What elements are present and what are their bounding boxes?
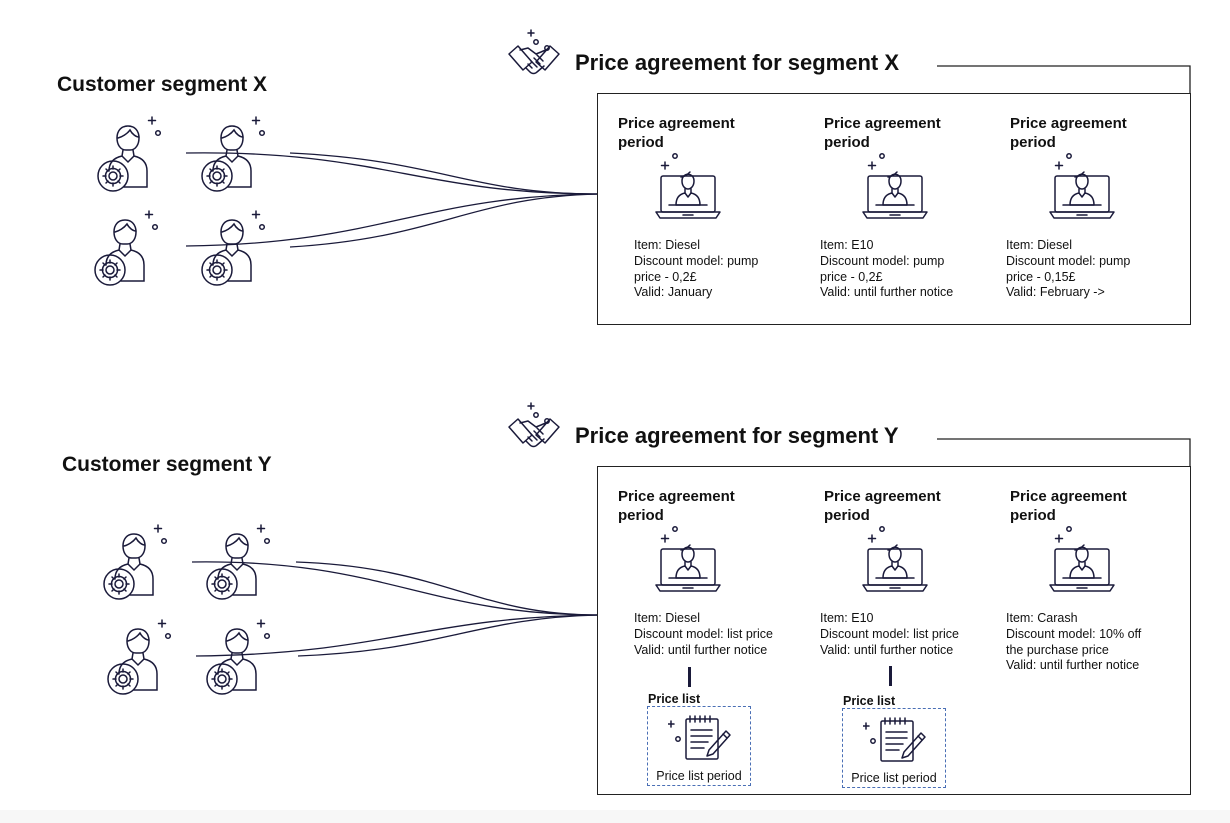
connector-line	[289, 152, 599, 195]
detail-line: Valid: until further notice	[820, 642, 954, 657]
customer-settings-icon	[102, 521, 172, 601]
detail-line: price - 0,2£	[820, 269, 883, 284]
connector-line	[289, 193, 599, 248]
customer-settings-icon	[106, 616, 176, 696]
notepad-pencil-icon	[863, 715, 929, 769]
period-title: Price agreement period	[1010, 115, 1127, 151]
agreement-box	[597, 466, 1191, 795]
laptop-user-icon	[1049, 525, 1115, 595]
period-title: Price agreement period	[824, 115, 941, 151]
period-details: Item: E10 Discount model: pump price - 0…	[820, 238, 995, 301]
detail-line: Discount model: list price	[634, 626, 773, 641]
price-list-label: Price list	[843, 694, 896, 708]
period-title: Price agreement period	[618, 488, 735, 524]
detail-line: Discount model: pump	[1006, 253, 1131, 268]
detail-line: Item: E10	[820, 611, 874, 625]
detail-line: Item: Diesel	[634, 611, 700, 625]
price-list-period: Price list period	[656, 769, 742, 783]
period-details: Item: E10 Discount model: list price Val…	[820, 611, 995, 658]
connector-line	[191, 561, 599, 616]
detail-line: the purchase price	[1006, 642, 1109, 657]
laptop-user-icon	[862, 525, 928, 595]
notepad-pencil-icon	[668, 713, 734, 767]
detail-line: Item: E10	[820, 238, 874, 252]
price-list-period: Price list period	[851, 771, 937, 785]
detail-line: Valid: until further notice	[634, 642, 768, 657]
connector-line	[195, 614, 599, 657]
laptop-user-icon	[862, 152, 928, 222]
price-list-label: Price list	[648, 692, 701, 706]
connector-line	[185, 193, 599, 247]
handshake-icon	[506, 401, 562, 455]
detail-line: Valid: until further notice	[820, 285, 954, 300]
customer-segment-title: Customer segment X	[57, 73, 268, 96]
laptop-user-icon	[655, 525, 721, 595]
detail-line: Item: Carash	[1006, 611, 1078, 625]
price-list-box: Price list period	[842, 708, 946, 788]
period-details: Item: Carash Discount model: 10% off the…	[1006, 611, 1181, 674]
laptop-user-icon	[655, 152, 721, 222]
customer-settings-icon	[205, 616, 275, 696]
detail-line: Valid: until further notice	[1006, 658, 1140, 673]
period-title: Price agreement period	[618, 115, 735, 151]
price-list-box: Price list period	[647, 706, 751, 786]
agreement-title: Price agreement for segment Y	[575, 423, 899, 448]
period-title: Price agreement period	[824, 488, 941, 524]
bottom-band	[0, 810, 1230, 823]
period-details: Item: Diesel Discount model: list price …	[634, 611, 809, 658]
detail-line: price - 0,15£	[1006, 269, 1076, 284]
detail-line: Discount model: pump	[634, 253, 759, 268]
detail-line: Item: Diesel	[634, 238, 700, 252]
agreement-box	[597, 93, 1191, 325]
price-list-connector	[889, 666, 892, 686]
detail-line: price - 0,2£	[634, 269, 697, 284]
detail-line: Valid: January	[634, 285, 713, 300]
detail-line: Discount model: 10% off	[1006, 626, 1142, 641]
price-list-connector	[688, 667, 691, 687]
customer-settings-icon	[205, 521, 275, 601]
laptop-user-icon	[1049, 152, 1115, 222]
period-details: Item: Diesel Discount model: pump price …	[634, 238, 809, 301]
detail-line: Item: Diesel	[1006, 238, 1072, 252]
connector-line	[185, 152, 599, 195]
period-details: Item: Diesel Discount model: pump price …	[1006, 238, 1181, 301]
customer-segment-title: Customer segment Y	[62, 453, 272, 476]
connector-line	[295, 561, 599, 616]
detail-line: Discount model: pump	[820, 253, 945, 268]
detail-line: Valid: February ->	[1006, 285, 1105, 300]
detail-line: Discount model: list price	[820, 626, 959, 641]
period-title: Price agreement period	[1010, 488, 1127, 524]
connector-line	[297, 614, 599, 657]
agreement-title: Price agreement for segment X	[575, 50, 900, 75]
